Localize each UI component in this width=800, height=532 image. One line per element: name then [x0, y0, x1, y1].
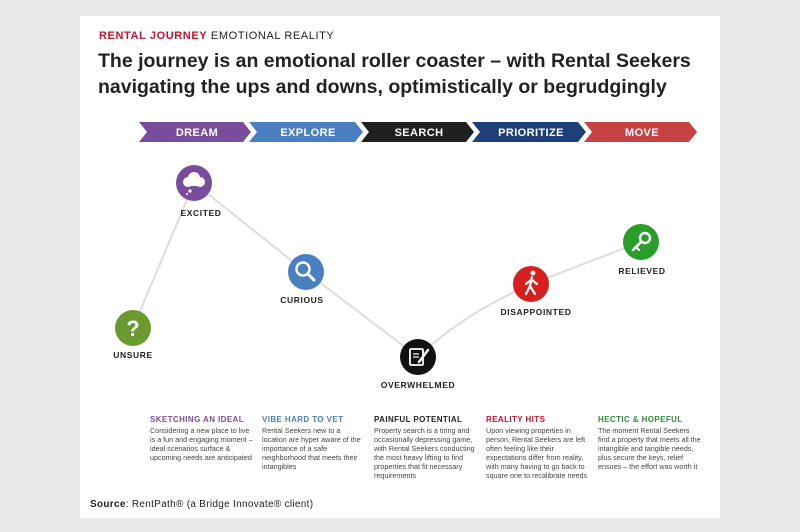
emotion-label-unsure: UNSURE — [113, 350, 153, 360]
emotion-label-excited: EXCITED — [180, 208, 221, 218]
column-text-search: Property search is a tiring and occasion… — [374, 426, 475, 480]
question-icon: ? — [126, 316, 139, 341]
emotion-node-overwhelmed: OVERWHELMED — [381, 339, 455, 390]
stage-arrow-prioritize — [472, 122, 586, 142]
slide: RENTAL JOURNEY EMOTIONAL REALITY The jou… — [80, 16, 720, 518]
emotion-label-overwhelmed: OVERWHELMED — [381, 380, 455, 390]
column-text-move: The moment Rental Seekers find a propert… — [598, 426, 701, 471]
emotion-node-relieved: RELIEVED — [618, 224, 665, 276]
source-note: Source: RentPath® (a Bridge Innovate® cl… — [90, 499, 313, 510]
column-search: PAINFUL POTENTIAL Property search is a t… — [374, 415, 478, 480]
page-title: The journey is an emotional roller coast… — [98, 50, 691, 98]
column-title-explore: VIBE HARD TO VET — [262, 415, 344, 424]
kicker: RENTAL JOURNEY EMOTIONAL REALITY — [99, 30, 334, 42]
clipboard-pen-icon — [409, 348, 430, 366]
column-text-dream: Considering a new place to live is a fun… — [150, 426, 253, 462]
emotion-node-curious: CURIOUS — [280, 254, 324, 305]
stage-arrow-explore — [249, 122, 363, 142]
thought-cloud-icon — [183, 172, 205, 195]
emotion-label-curious: CURIOUS — [280, 295, 323, 305]
magnifier-icon — [295, 261, 316, 282]
stage-label-search: SEARCH — [395, 127, 444, 139]
column-text-prioritize: Upon viewing properties in person, Renta… — [486, 426, 588, 480]
column-title-move: HECTIC & HOPEFUL — [598, 415, 683, 424]
column-move: HECTIC & HOPEFUL The moment Rental Seeke… — [598, 415, 702, 471]
emotion-label-relieved: RELIEVED — [618, 266, 665, 276]
stage-label-explore: EXPLORE — [280, 127, 335, 139]
emotion-node-excited: EXCITED — [176, 165, 221, 218]
column-explore: VIBE HARD TO VET Rental Seekers new to a… — [262, 415, 366, 471]
column-dream: SKETCHING AN IDEAL Considering a new pla… — [150, 415, 254, 462]
emotion-circle-unsure — [115, 310, 151, 346]
column-text-explore: Rental Seekers new to a location are hyp… — [262, 426, 361, 471]
key-icon — [631, 231, 652, 252]
emotion-node-unsure: ? UNSURE — [113, 310, 153, 360]
stage-arrow-bar: DREAM EXPLORE SEARCH PRIORITIZE MOVE — [139, 122, 697, 142]
source-label: Source — [90, 499, 126, 510]
stage-label-prioritize: PRIORITIZE — [498, 127, 564, 139]
emotion-label-disappointed: DISAPPOINTED — [501, 307, 572, 317]
column-title-dream: SKETCHING AN IDEAL — [150, 415, 245, 424]
stage-label-move: MOVE — [625, 127, 659, 139]
stage-arrow-move — [584, 122, 697, 142]
emotion-node-disappointed: DISAPPOINTED — [501, 266, 572, 317]
column-title-prioritize: REALITY HITS — [486, 415, 546, 424]
stage-label-dream: DREAM — [176, 127, 218, 139]
kicker-highlight: RENTAL JOURNEY — [99, 30, 208, 42]
journey-diagram: DREAM EXPLORE SEARCH PRIORITIZE MOVE ? U… — [113, 122, 697, 390]
emotion-circle-curious — [288, 254, 324, 290]
column-prioritize: REALITY HITS Upon viewing properties in … — [486, 415, 590, 480]
stage-arrow-dream — [139, 122, 251, 142]
walking-person-icon — [524, 270, 539, 296]
kicker-rest: EMOTIONAL REALITY — [210, 30, 335, 42]
stage-arrow-search — [361, 122, 474, 142]
column-title-search: PAINFUL POTENTIAL — [374, 415, 463, 424]
source-text: : RentPath® (a Bridge Innovate® client) — [125, 499, 314, 510]
